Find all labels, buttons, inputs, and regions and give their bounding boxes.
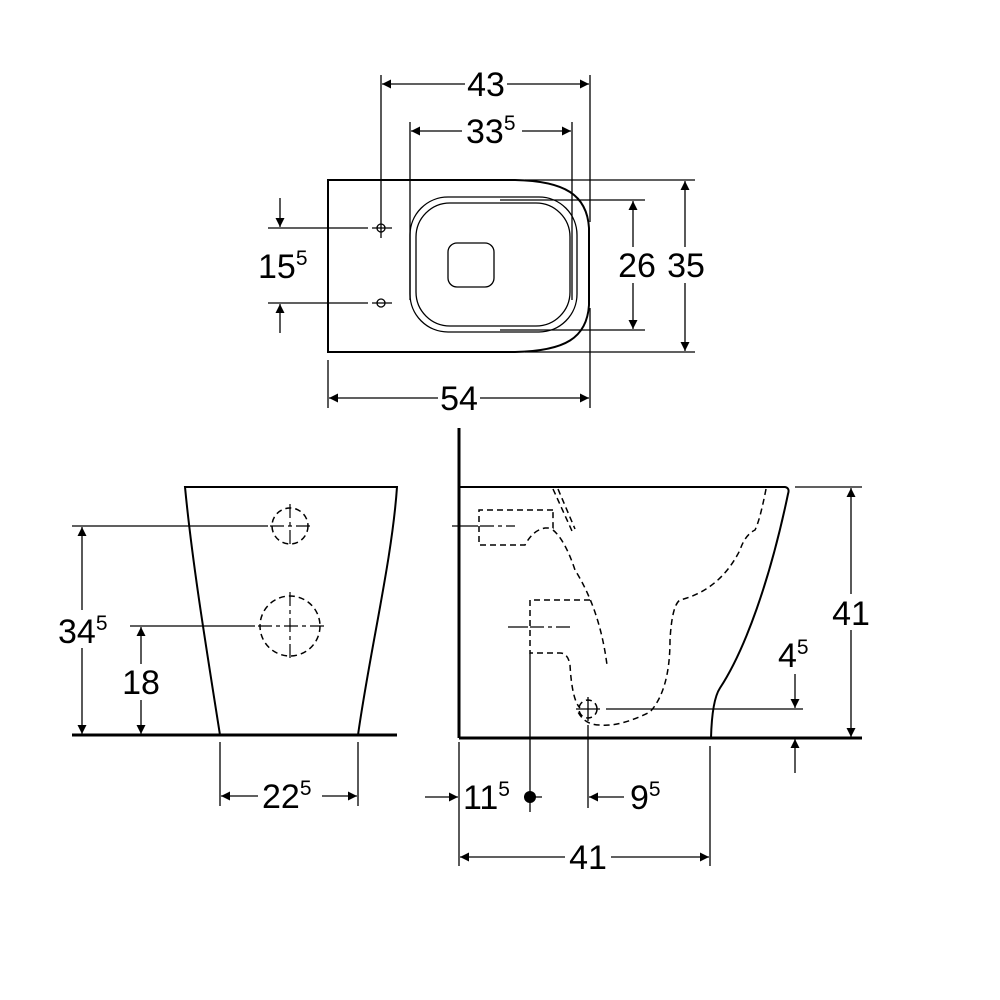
side-outline: [459, 486, 790, 739]
dim-side-length: 41: [569, 839, 607, 877]
front-outline: [183, 486, 399, 736]
dim-total-length: 54: [440, 380, 478, 418]
dim-drain-offset: 95: [630, 778, 661, 817]
seat-inner: [415, 202, 571, 327]
bowl-trap-outline: [552, 529, 608, 666]
front-view: 345 18 225: [55, 486, 399, 816]
drain-center-mark: [576, 697, 600, 721]
inlet-pipe-outline: [478, 509, 554, 546]
mounting-hole-upper: [372, 223, 392, 233]
top-outline: [327, 179, 590, 353]
dim-lower-inlet-height: 18: [122, 664, 160, 702]
side-view: 41 45 115 95 41: [425, 428, 872, 877]
dim-drain-height: 45: [778, 636, 809, 675]
dim-side-height: 41: [832, 595, 870, 633]
dim-seat-depth: 26: [618, 247, 656, 285]
dim-top-width-outer: 43: [467, 66, 505, 104]
dim-hole-spacing: 155: [258, 247, 308, 286]
dim-base-width: 225: [262, 777, 312, 816]
dim-total-depth: 35: [667, 247, 705, 285]
dim-top-width-inner: 335: [466, 112, 516, 151]
top-view: 43 335 155 26 35 54: [258, 66, 705, 418]
lid-handle: [447, 242, 495, 288]
dim-inlet-offset: 115: [463, 778, 510, 817]
mounting-hole-lower: [372, 298, 392, 308]
dim-upper-inlet-height: 345: [58, 612, 108, 651]
outlet-pipe-outline: [529, 599, 590, 709]
